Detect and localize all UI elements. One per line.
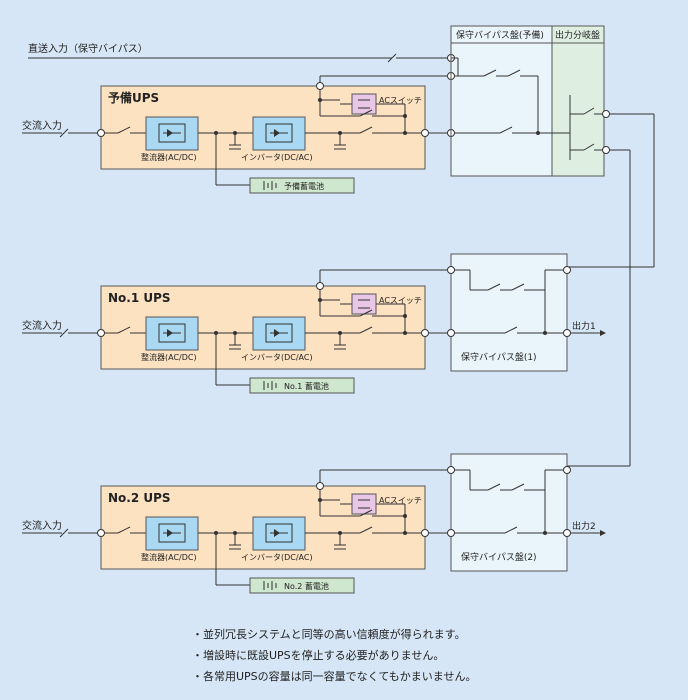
bypass-panel-label: 保守バイパス盤(1) [461,351,537,363]
rectifier-box [145,116,199,151]
inverter-label: インバータ(DC/AC) [241,153,313,162]
output-distribution-label: 出力分岐盤 [555,29,600,41]
ac-switch-label: ACスイッチ [379,496,422,505]
bypass-panel-2 [450,453,568,572]
ac-switch-label: ACスイッチ [379,296,422,305]
output-label: 出力2 [572,520,596,532]
battery-label: 予備蓄電池 [284,181,324,191]
battery-label: No.1 蓄電池 [284,381,329,391]
ac-input-label: 交流入力 [22,119,62,132]
ac-switch-box [351,493,377,515]
output-label: 出力1 [572,320,596,332]
note-2: ・増設時に既設UPSを停止する必要がありません。 [192,649,445,662]
bypass-panel-label: 保守バイパス盤(2) [461,551,537,563]
note-1: ・並列冗長システムと同等の高い信頼度が得られます。 [192,628,466,641]
notes-list: ・並列冗長システムと同等の高い信頼度が得られます。 ・増設時に既設UPSを停止す… [192,624,476,687]
ac-switch-box [351,93,377,115]
bypass-panel-standby [450,25,553,177]
note-3: ・各常用UPSの容量は同一容量でなくてもかまいません。 [192,670,477,683]
inverter-label: インバータ(DC/AC) [241,353,313,362]
output-distribution-panel [551,25,605,177]
direct-input-label: 直送入力（保守バイパス） [28,42,148,55]
ac-input-label: 交流入力 [22,319,62,332]
ac-switch-box [351,293,377,315]
ups-title: No.2 UPS [108,491,171,505]
ac-switch-label: ACスイッチ [379,96,422,105]
rectifier-label: 整流器(AC/DC) [141,552,197,562]
ups-title: No.1 UPS [108,291,171,305]
ups-title: 予備UPS [108,90,159,105]
battery-label: No.2 蓄電池 [284,581,329,591]
rectifier-label: 整流器(AC/DC) [141,152,197,162]
battery-box [249,377,355,394]
bypass-panel-1 [450,253,568,372]
inverter-label: インバータ(DC/AC) [241,553,313,562]
ac-input-label: 交流入力 [22,519,62,532]
battery-box [249,577,355,594]
battery-box [249,177,355,194]
bypass-panel-standby-label: 保守バイパス盤(予備) [456,29,544,41]
rectifier-label: 整流器(AC/DC) [141,352,197,362]
